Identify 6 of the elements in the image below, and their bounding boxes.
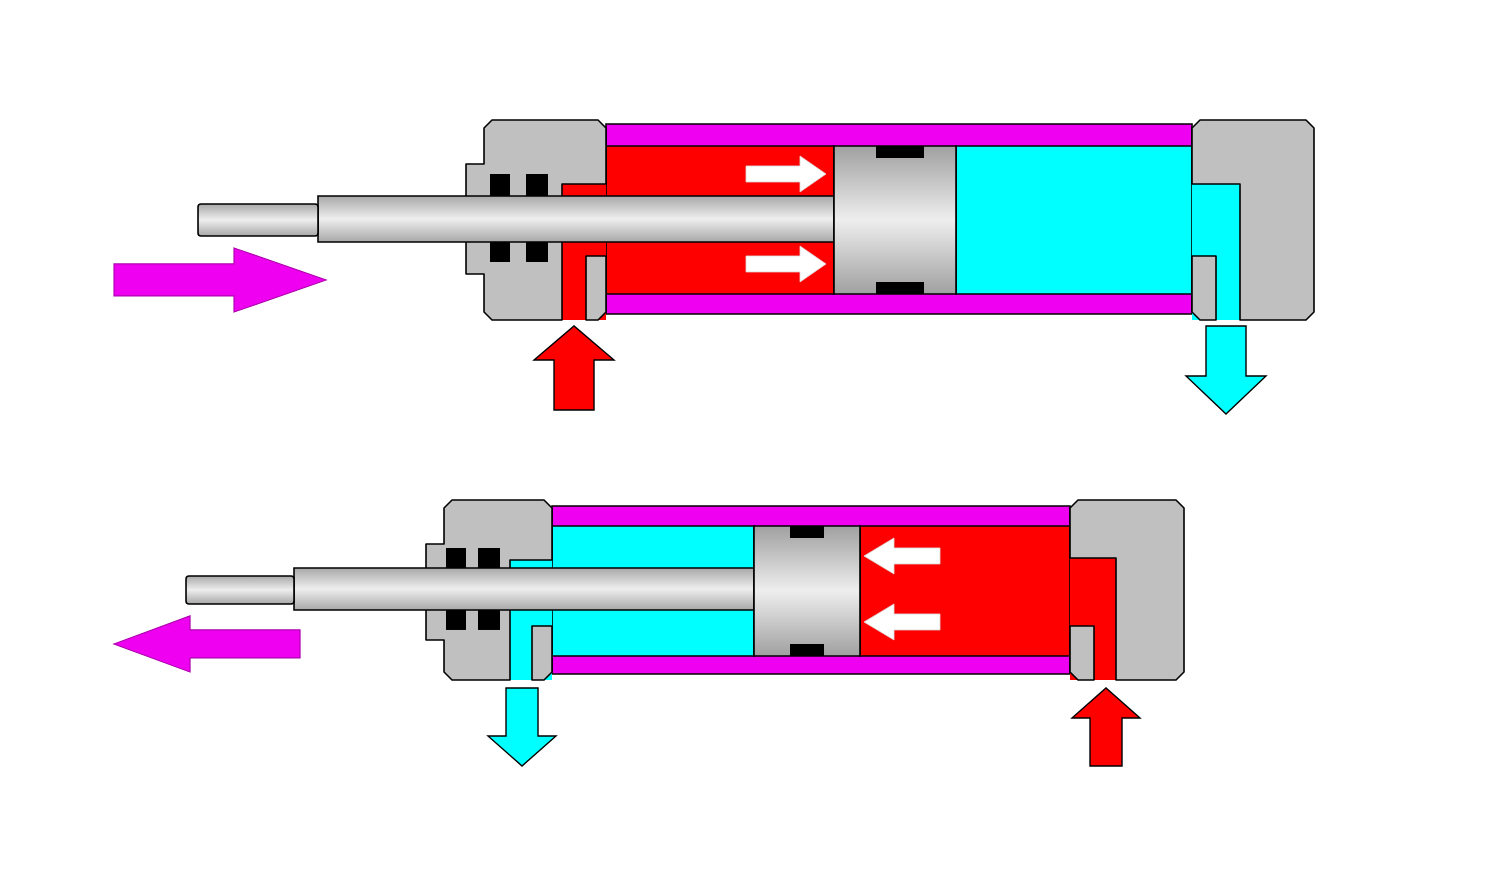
pneumatic-cylinder [185,499,1185,681]
air-flow-arrow [532,325,616,411]
pneumatic-cylinder [197,119,1315,321]
air-flow-arrow [486,687,558,767]
air-flow-arrow [1070,687,1142,767]
air-flow-arrow [1184,325,1268,415]
